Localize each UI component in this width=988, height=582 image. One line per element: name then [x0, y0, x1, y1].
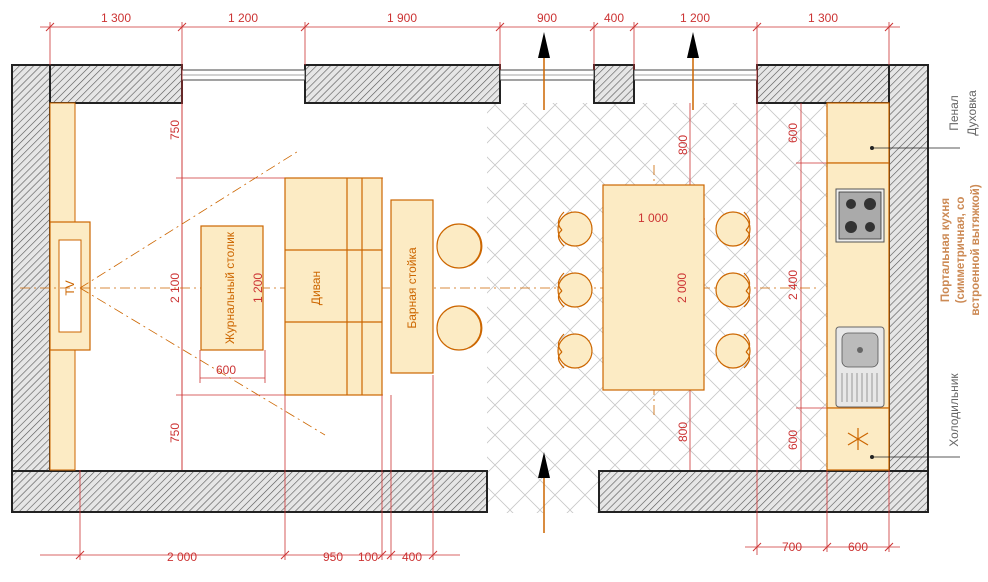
dim-right-bottom-1: 700 [782, 540, 802, 554]
dim-left-3: 750 [168, 423, 182, 443]
kitchen-label-line3: встроенной вытяжкой) [970, 184, 982, 316]
chair-left-2 [557, 272, 593, 308]
dim-top-1: 1 300 [101, 11, 131, 25]
sink-icon [835, 326, 885, 408]
dim-dining-bottom: 800 [676, 422, 690, 442]
dining-table-length: 2 000 [675, 273, 689, 303]
chair-left-1 [557, 211, 593, 247]
dim-bottom-2: 950 [323, 550, 343, 564]
dim-top-3: 1 900 [387, 11, 417, 25]
dining-chairs [557, 211, 751, 369]
coffee-table [200, 225, 264, 351]
tv-screen [58, 239, 82, 333]
arrow-up-icon [538, 32, 550, 110]
dim-top-2: 1 200 [228, 11, 258, 25]
bar-counter-label: Барная стойка [405, 247, 419, 329]
arrow-up-icon [687, 32, 699, 110]
dim-top-6: 1 200 [680, 11, 710, 25]
dim-dining-top: 800 [676, 135, 690, 155]
dim-top-5: 400 [604, 11, 624, 25]
chair-right-3 [715, 333, 751, 369]
dim-bottom-1: 2 000 [167, 550, 197, 564]
arrow-up-icon [538, 452, 550, 533]
oven-label: Духовка [965, 90, 979, 136]
walls [11, 64, 929, 513]
dim-kitchen-bottom: 600 [786, 430, 800, 450]
wall-left [11, 64, 51, 513]
wall-top-pier [593, 64, 635, 104]
wall-right [888, 64, 929, 513]
kitchen-label-line1: Портальная кухня [940, 198, 952, 302]
tall-cabinet [826, 102, 890, 164]
wall-bottom-right [598, 470, 929, 513]
chair-right-2 [715, 272, 751, 308]
sofa-label: Диван [309, 271, 323, 305]
dim-right-bottom-2: 600 [848, 540, 868, 554]
bar-counter [390, 199, 434, 374]
wall-bottom-left [11, 470, 488, 513]
section-arrows [538, 32, 699, 533]
dim-top-7: 1 300 [808, 11, 838, 25]
bar-stools [436, 223, 483, 351]
coffee-table-length: 1 200 [251, 273, 265, 303]
cooktop-icon [835, 188, 885, 243]
chair-left-3 [557, 333, 593, 369]
dining-table-width: 1 000 [638, 211, 668, 225]
dim-bottom-3: 100 [358, 550, 378, 564]
tall-cabinet-label: Пенал [947, 95, 961, 131]
chair-right-1 [715, 211, 751, 247]
fridge-label: Холодильник [947, 373, 961, 447]
dim-left-2: 2 100 [168, 273, 182, 303]
coffee-table-label: Журнальный столик [223, 231, 237, 344]
dim-top-4: 900 [537, 11, 557, 25]
sofa [284, 177, 383, 396]
wall-top-mid [304, 64, 501, 104]
dim-kitchen-top: 600 [786, 123, 800, 143]
kitchen-label-line2: (симметричная, со [955, 197, 967, 304]
dim-bottom-4: 400 [402, 550, 422, 564]
dim-left-1: 750 [168, 120, 182, 140]
snowflake-icon [847, 428, 869, 450]
coffee-table-width: 600 [216, 363, 236, 377]
dining-table [602, 184, 705, 391]
dim-kitchen-length: 2 400 [786, 270, 800, 300]
